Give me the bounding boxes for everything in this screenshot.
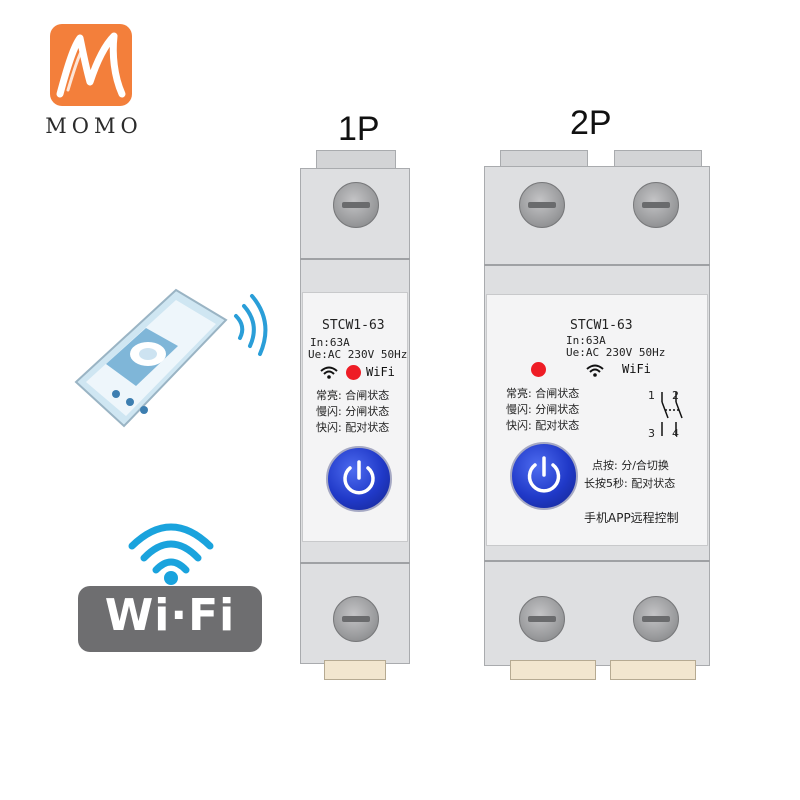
heading-2p: 2P — [570, 104, 612, 142]
1p-status-line: 慢闪: 分闸状态 — [316, 405, 390, 418]
momo-logo — [50, 24, 132, 106]
1p-status-line: 快闪: 配对状态 — [316, 421, 390, 434]
2p-wifi-label: WiFi — [622, 362, 651, 376]
switch-diagram-icon — [661, 392, 683, 436]
2p-status-line: 慢闪: 分闸状态 — [506, 403, 580, 416]
2p-button-help: 长按5秒: 配对状态 — [584, 477, 676, 490]
brand-name: MOMO — [45, 114, 143, 138]
terminal-label: 1 — [648, 389, 655, 402]
2p-screw-top-left — [519, 182, 565, 228]
1p-screw-bottom — [333, 596, 379, 642]
1p-model: STCW1-63 — [322, 318, 385, 333]
2p-power-button[interactable] — [510, 442, 578, 510]
1p-power-button[interactable] — [326, 446, 392, 512]
2p-status-line: 常亮: 合闸状态 — [506, 387, 580, 400]
1p-status-line: 常亮: 合闸状态 — [316, 389, 390, 402]
smartphone-image — [60, 282, 270, 432]
1p-status-led — [346, 365, 361, 380]
terminal-label: 3 — [648, 427, 655, 440]
logo-mark-icon — [56, 32, 126, 98]
wifi-signal-icon — [126, 516, 216, 586]
1p-rating-in: In:63A — [310, 336, 350, 349]
1p-wifi-icon — [320, 364, 338, 379]
2p-screw-bottom-right — [633, 596, 679, 642]
2p-wifi-icon — [586, 362, 604, 377]
1p-wifi-label: WiFi — [366, 365, 395, 379]
signal-waves-icon — [234, 294, 268, 356]
wifi-badge-text: Wi·Fi — [104, 590, 236, 641]
terminal-label: 2 — [672, 389, 679, 402]
2p-terminal-diagram — [646, 388, 690, 442]
2p-status-led — [531, 362, 546, 377]
2p-front-panel — [486, 294, 708, 546]
2p-din-clip — [510, 660, 596, 680]
2p-status-line: 快闪: 配对状态 — [506, 419, 580, 432]
power-icon — [527, 456, 561, 493]
heading-1p: 1P — [338, 110, 380, 148]
smartphone-icon — [74, 288, 268, 428]
2p-rating-in: In:63A — [566, 334, 606, 347]
power-icon — [343, 460, 375, 495]
2p-button-help: 点按: 分/合切换 — [592, 459, 669, 472]
2p-din-clip — [610, 660, 696, 680]
1p-din-clip — [324, 660, 386, 680]
wifi-badge — [78, 586, 262, 652]
2p-rating-ue: Ue:AC 230V 50Hz — [566, 346, 666, 359]
1p-screw-top — [333, 182, 379, 228]
2p-remote-control-text: 手机APP远程控制 — [584, 511, 679, 525]
terminal-label: 4 — [672, 427, 679, 440]
2p-model: STCW1-63 — [570, 318, 633, 333]
2p-screw-bottom-left — [519, 596, 565, 642]
2p-screw-top-right — [633, 182, 679, 228]
1p-rating-ue: Ue:AC 230V 50Hz — [308, 348, 408, 361]
